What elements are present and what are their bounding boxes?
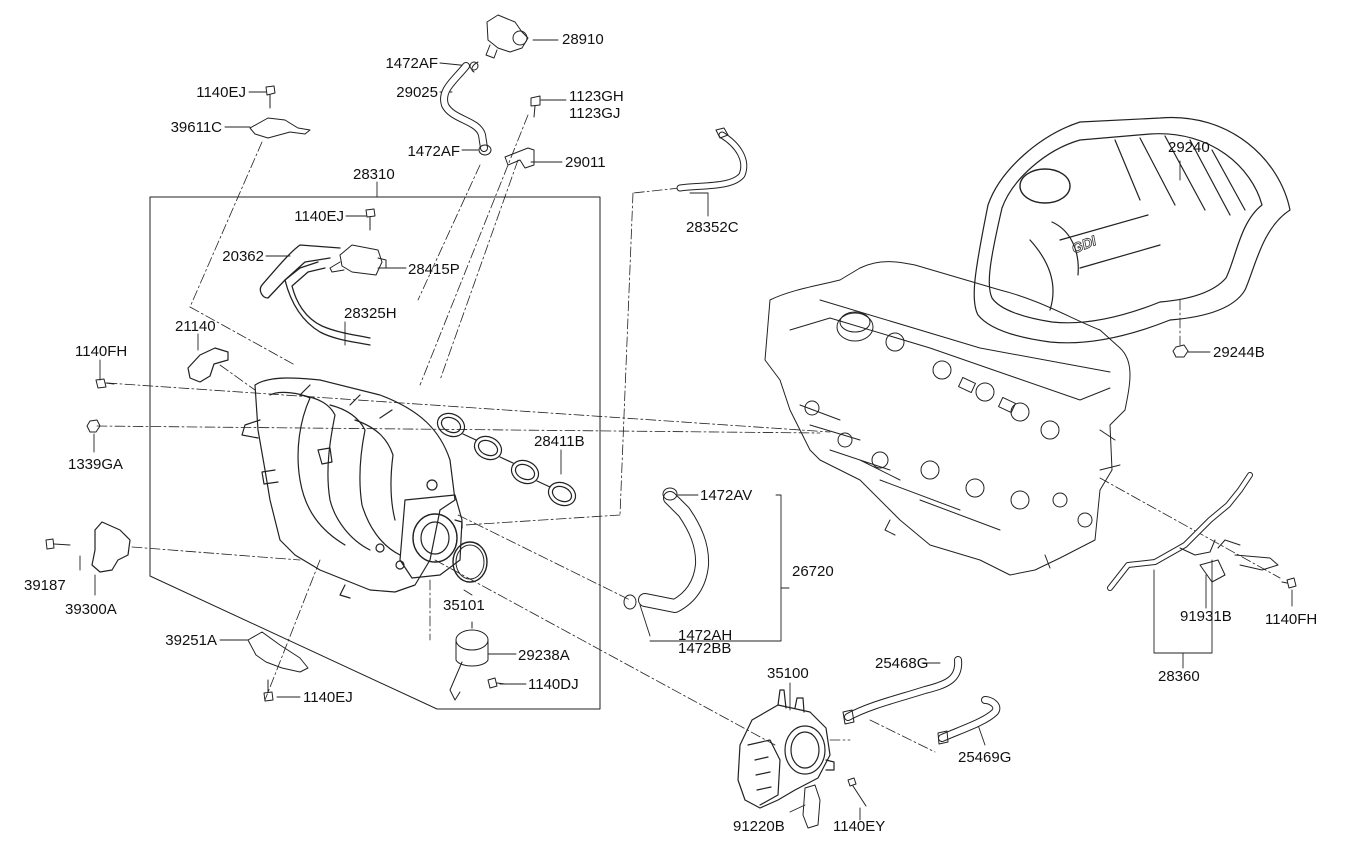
bracket-39611c — [249, 117, 311, 139]
part-label-28352c[interactable]: 28352C — [686, 219, 739, 236]
part-label-1140ej-top[interactable]: 1140EJ — [196, 84, 246, 101]
part-label-1472bb[interactable]: 1472BB — [678, 640, 732, 657]
part-label-1140ej-bottom[interactable]: 1140EJ — [303, 689, 353, 706]
part-label-35101[interactable]: 35101 — [443, 597, 485, 614]
bracket-91220b — [802, 784, 821, 829]
part-label-1123gj[interactable]: 1123GJ — [569, 105, 621, 122]
reference-lines — [96, 114, 1281, 753]
part-label-20362[interactable]: 20362 — [222, 248, 264, 265]
part-label-29244b[interactable]: 29244B — [1213, 344, 1265, 361]
part-label-91931b[interactable]: 91931B — [1180, 608, 1232, 625]
part-label-25468g[interactable]: 25468G — [875, 655, 929, 672]
nut-1339ga-icon — [86, 419, 101, 433]
pipe-28360 — [1107, 472, 1279, 591]
part-label-25469g[interactable]: 25469G — [958, 749, 1012, 766]
part-label-21140[interactable]: 21140 — [175, 318, 216, 335]
valve-28910 — [471, 14, 529, 73]
part-label-29240[interactable]: 29240 — [1168, 139, 1210, 156]
part-label-1123gh[interactable]: 1123GH — [569, 88, 624, 105]
part-label-1472ah[interactable]: 1472AH — [678, 627, 733, 644]
bolt-1123gh-icon — [530, 95, 541, 118]
part-label-1140ey[interactable]: 1140EY — [833, 818, 886, 835]
bracket-29011 — [504, 147, 535, 169]
part-label-28360[interactable]: 28360 — [1158, 668, 1200, 685]
solenoid-28415p — [329, 244, 387, 276]
part-label-1472av[interactable]: 1472AV — [700, 487, 753, 504]
part-label-1339ga[interactable]: 1339GA — [68, 456, 124, 473]
part-label-26720[interactable]: 26720 — [792, 563, 834, 580]
part-label-28411b[interactable]: 28411B — [534, 433, 585, 450]
part-label-39300a[interactable]: 39300A — [65, 601, 117, 618]
part-label-1140ej-mid[interactable]: 1140EJ — [294, 208, 344, 225]
part-label-39251a[interactable]: 39251A — [165, 632, 217, 649]
bolt-1140dj-icon — [487, 677, 506, 689]
part-label-29238a[interactable]: 29238A — [518, 647, 570, 664]
part-label-29025[interactable]: 29025 — [396, 84, 438, 101]
clamp-1472ah-icon — [623, 594, 637, 610]
bolt-1140ej-bottom-icon — [263, 679, 274, 702]
gasket-28411b — [436, 412, 577, 507]
bolt-1140ej-mid-icon — [365, 208, 376, 231]
part-label-1140fh-right[interactable]: 1140FH — [1265, 611, 1318, 628]
hose-29025 — [440, 62, 488, 152]
gasket-35101 — [452, 541, 488, 583]
part-label-28910[interactable]: 28910 — [562, 31, 604, 48]
cylinder-head — [764, 261, 1131, 576]
engine-cover — [973, 116, 1291, 344]
intake-manifold — [241, 377, 463, 599]
part-label-91220b[interactable]: 91220B — [733, 818, 785, 835]
part-label-1140dj[interactable]: 1140DJ — [528, 676, 579, 693]
hose-20362 — [259, 244, 341, 299]
clamp-1472av-icon — [662, 487, 678, 501]
bolt-1140ej-top-icon — [265, 85, 276, 109]
bolt-39187-icon — [45, 538, 71, 550]
sensor-39300a — [91, 521, 131, 573]
fitting-21140 — [187, 347, 229, 383]
hose-28325h — [284, 261, 371, 346]
bolt-1140fh-left-icon — [95, 378, 115, 389]
part-label-1140fh-left[interactable]: 1140FH — [75, 343, 128, 360]
manifold-group-box — [149, 196, 601, 710]
bracket-39251a — [247, 631, 309, 673]
actuator-29238a — [449, 621, 489, 701]
part-label-1472af-bottom[interactable]: 1472AF — [407, 143, 460, 160]
part-label-28415p[interactable]: 28415P — [408, 261, 460, 278]
throttle-body-35100 — [737, 689, 835, 809]
part-label-39187[interactable]: 39187 — [24, 577, 66, 594]
bolt-1140ey-icon — [847, 777, 867, 807]
part-label-28310[interactable]: 28310 — [353, 166, 395, 183]
part-label-28325h[interactable]: 28325H — [344, 305, 397, 322]
part-label-35100[interactable]: 35100 — [767, 665, 809, 682]
part-label-39611c[interactable]: 39611C — [170, 119, 222, 136]
leader-lines — [79, 39, 1293, 821]
part-label-1472af-top[interactable]: 1472AF — [385, 55, 438, 72]
nut-29244b-icon — [1172, 344, 1189, 358]
bolt-1140fh-right-icon — [1281, 577, 1297, 589]
part-label-29011[interactable]: 29011 — [565, 154, 606, 171]
